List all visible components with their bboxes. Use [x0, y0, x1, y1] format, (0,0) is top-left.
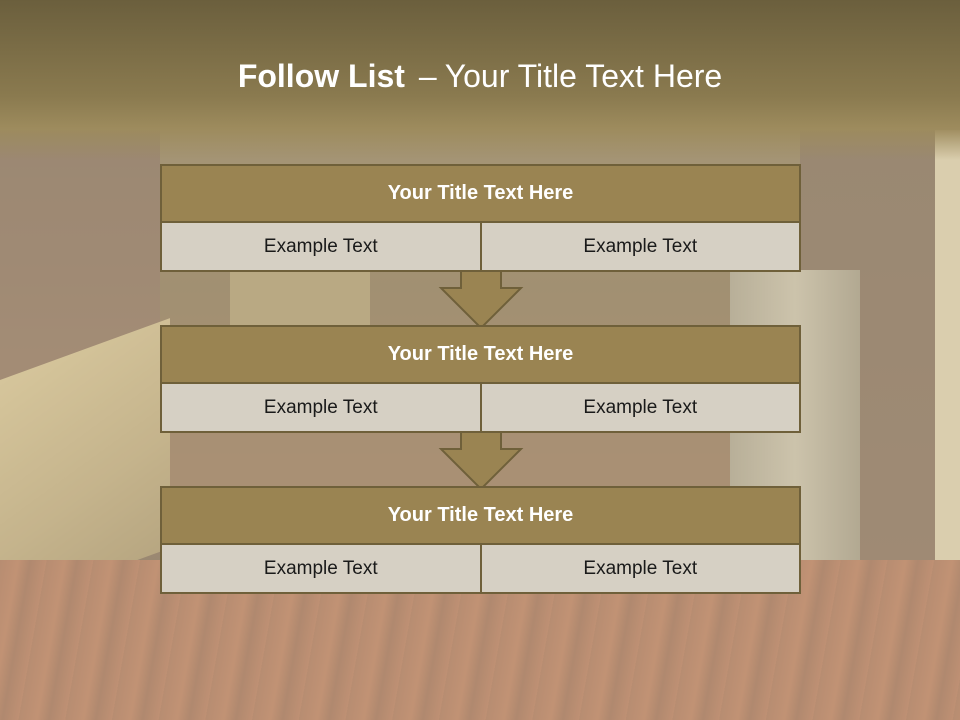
step-cell-left: Example Text [263, 557, 378, 579]
slide-title-text: Your Title Text Here [444, 58, 723, 94]
step-cell-left: Example Text [263, 396, 378, 418]
down-arrow-icon [438, 430, 524, 491]
title-band [0, 0, 960, 160]
step-block-1: Your Title Text Here Example Text Exampl… [160, 164, 801, 272]
step-cell-right: Example Text [479, 545, 800, 592]
slide-title-bold: Follow List [237, 58, 405, 94]
step-row: Example Text Example Text [160, 545, 801, 594]
step-block-2: Your Title Text Here Example Text Exampl… [160, 325, 801, 433]
slide-title: Follow List–Your Title Text Here [0, 50, 960, 102]
step-header: Your Title Text Here [160, 325, 801, 384]
step-cell-left: Example Text [263, 235, 378, 257]
step-row: Example Text Example Text [160, 223, 801, 272]
down-arrow-icon [438, 269, 524, 330]
step-header: Your Title Text Here [160, 486, 801, 545]
step-cell-right: Example Text [479, 223, 800, 270]
step-block-3: Your Title Text Here Example Text Exampl… [160, 486, 801, 594]
step-header: Your Title Text Here [160, 164, 801, 223]
step-cell-right: Example Text [479, 384, 800, 431]
step-row: Example Text Example Text [160, 384, 801, 433]
slide-title-separator: – [418, 58, 437, 94]
